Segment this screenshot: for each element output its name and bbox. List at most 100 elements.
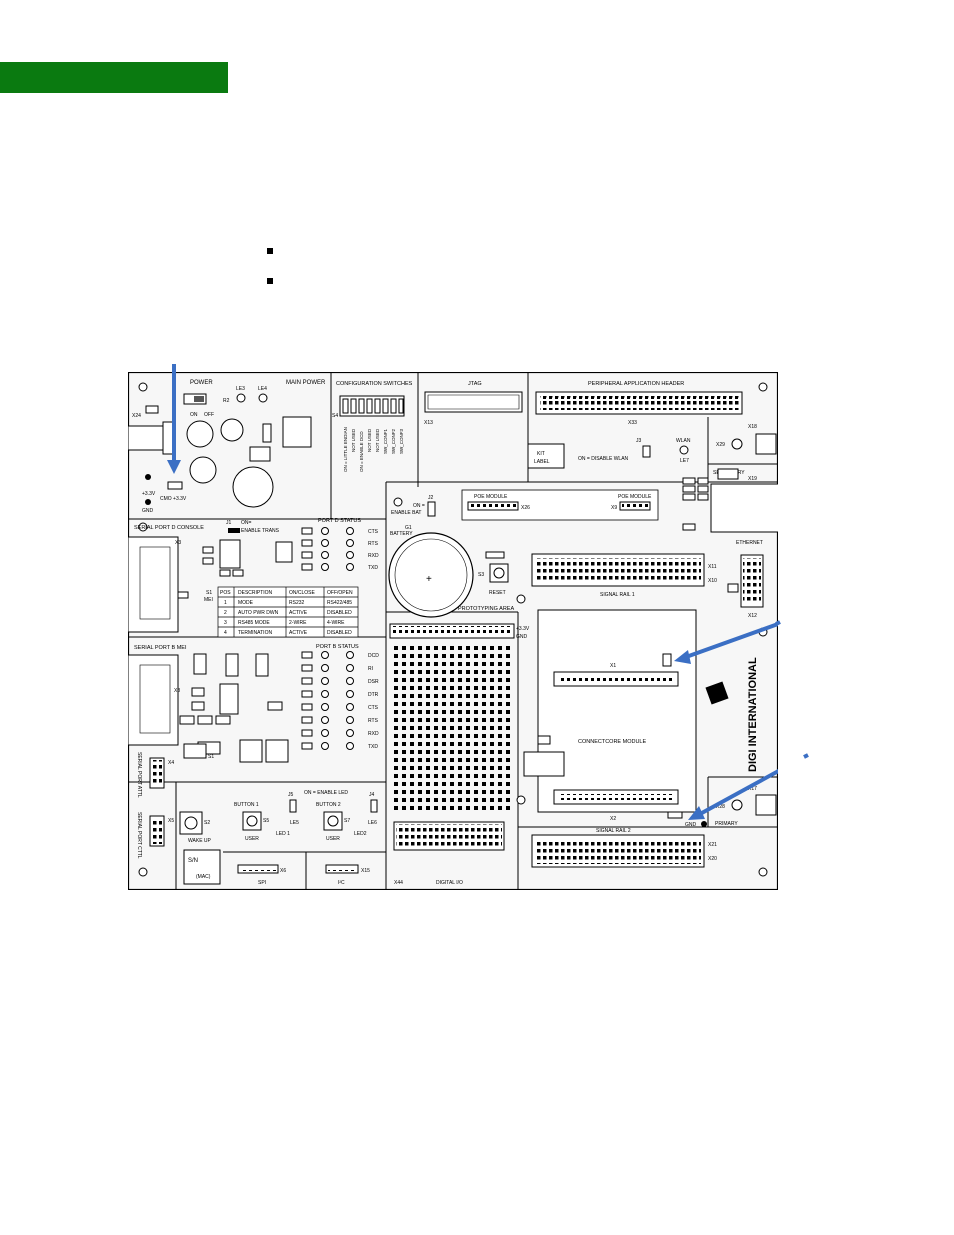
svg-text:ON/CLOSE: ON/CLOSE xyxy=(289,590,316,596)
port-b-status-title: PORT B STATUS xyxy=(316,644,359,650)
serial-port-a-ttl-label: SERIAL PORT ATTL xyxy=(136,752,142,798)
port-b-ri: RI xyxy=(368,666,373,672)
port-b-cts: CTS xyxy=(368,705,379,711)
kit-label-line2: LABEL xyxy=(534,459,550,465)
button2-label: BUTTON 2 xyxy=(316,802,341,808)
capacitor-c1 xyxy=(186,420,214,448)
s5-label: S5 xyxy=(263,818,269,824)
r2-label: R2 xyxy=(223,398,230,404)
coin-battery xyxy=(388,532,474,618)
arrow-gnd-head xyxy=(688,806,705,820)
serial-number-label xyxy=(183,849,221,885)
j2-label: J2 xyxy=(428,495,434,501)
svg-text:4-WIRE: 4-WIRE xyxy=(327,620,345,626)
arrow-cmo-head xyxy=(167,460,181,474)
regulator xyxy=(249,446,271,462)
svg-text:SW_CONF1: SW_CONF1 xyxy=(383,429,388,455)
x29-label: X29 xyxy=(716,442,725,448)
x21-label: X21 xyxy=(708,842,717,848)
poe-module-label-2: POE MODULE xyxy=(618,494,652,500)
config-switches-title: CONFIGURATION SWITCHES xyxy=(336,381,413,387)
svg-text:NOT USED: NOT USED xyxy=(351,428,356,452)
x28-label: X28 xyxy=(716,804,725,810)
serial-port-d-title: SERIAL PORT D CONSOLE xyxy=(134,525,204,531)
x9-label: X9 xyxy=(611,505,617,511)
svg-text:3: 3 xyxy=(224,620,227,626)
kit-label-box xyxy=(527,443,565,469)
svg-text:ON = ENABLE DCD: ON = ENABLE DCD xyxy=(359,431,364,472)
svg-text:AUTO PWR DWN: AUTO PWR DWN xyxy=(238,610,279,616)
enable-led-label: ON = ENABLE LED xyxy=(304,790,348,796)
power-title: POWER xyxy=(190,380,213,386)
svg-text:2-WIRE: 2-WIRE xyxy=(289,620,307,626)
spi-label: SPI xyxy=(258,880,266,886)
signal-rail-2-label: SIGNAL RAIL 2 xyxy=(596,828,631,834)
capacitor-c2 xyxy=(220,418,244,442)
tp-gnd xyxy=(145,499,151,505)
x4-label: X4 xyxy=(168,760,174,766)
svg-text:DESCRIPTION: DESCRIPTION xyxy=(238,590,273,596)
x8-label: X8 xyxy=(174,688,180,694)
peripheral-pins xyxy=(540,396,740,410)
port-b-rts: RTS xyxy=(368,718,379,724)
s3-label: S3 xyxy=(478,572,484,578)
serial-port-c-ttl-label: SERIAL PORT CTTL xyxy=(136,812,142,859)
ethernet-label: ETHERNET xyxy=(736,540,763,546)
svg-text:NOT USED: NOT USED xyxy=(367,428,372,452)
x28-connector xyxy=(731,799,743,811)
ethernet-jack xyxy=(710,483,780,533)
primary-antenna-connector xyxy=(755,794,777,816)
x44-label: X44 xyxy=(394,880,403,886)
le7-label: LE7 xyxy=(680,458,689,464)
jumper-block xyxy=(145,405,159,414)
wlan-led xyxy=(679,445,689,455)
s4-label: S4 xyxy=(332,413,338,419)
bullet-marker xyxy=(267,248,273,254)
port-b-dcd: DCD xyxy=(368,653,379,659)
port-b-txd: TXD xyxy=(368,744,378,750)
tp-3v3 xyxy=(145,474,151,480)
svg-text:SW_CONF3: SW_CONF3 xyxy=(399,429,404,455)
svg-text:DISABLED: DISABLED xyxy=(327,630,352,636)
led2-label: LED2 xyxy=(354,831,367,837)
svg-text:ACTIVE: ACTIVE xyxy=(289,610,308,616)
secondary-antenna-connector xyxy=(755,433,777,455)
jtag-connector xyxy=(424,391,523,413)
svg-text:4: 4 xyxy=(224,630,227,636)
le4-label: LE4 xyxy=(258,386,267,392)
x29-connector xyxy=(731,438,743,450)
switch-table xyxy=(217,586,359,638)
power-off-label: OFF xyxy=(204,412,214,418)
j3-label: J3 xyxy=(636,438,642,444)
digi-logo xyxy=(705,681,729,705)
le3-label: LE3 xyxy=(236,386,245,392)
sn-label: S/N xyxy=(188,858,198,864)
switch-table-text: POS DESCRIPTION ON/CLOSE OFF/OPEN 1 MODE… xyxy=(220,590,353,636)
port-d-txd: TXD xyxy=(368,565,378,571)
gnd-label: GND xyxy=(142,508,154,514)
svg-text:TERMINATION: TERMINATION xyxy=(238,630,272,636)
primary-label: PRIMARY xyxy=(715,821,738,827)
svg-text:NOT USED: NOT USED xyxy=(375,428,380,452)
port-b-status-leds xyxy=(301,651,354,750)
x1-label: X1 xyxy=(610,663,616,669)
j1-jumper xyxy=(228,528,240,533)
x33-label: X33 xyxy=(628,420,637,426)
s1-label: S1 xyxy=(206,590,212,596)
peripheral-header-title: PERIPHERAL APPLICATION HEADER xyxy=(588,381,684,387)
svg-text:MODE: MODE xyxy=(238,600,254,606)
led1-label: LED 1 xyxy=(276,831,290,837)
x3-label: X3 xyxy=(175,540,181,546)
poe-module-label-1: POE MODULE xyxy=(474,494,508,500)
port-d-rts: RTS xyxy=(368,541,379,547)
cmo-label: CMO +3.3V xyxy=(160,496,187,502)
config-switch-labels: ON = LITTLE ENDIAN NOT USED ON = ENABLE … xyxy=(343,427,404,472)
svg-text:RS422/485: RS422/485 xyxy=(327,600,352,606)
x15-label: X15 xyxy=(361,868,370,874)
svg-text:OFF/OPEN: OFF/OPEN xyxy=(327,590,353,596)
svg-text:POS: POS xyxy=(220,590,231,596)
power-ic xyxy=(282,416,312,448)
main-power-title: MAIN POWER xyxy=(286,380,326,386)
kit-label-line1: KIT xyxy=(537,451,545,457)
svg-text:1: 1 xyxy=(224,600,227,606)
